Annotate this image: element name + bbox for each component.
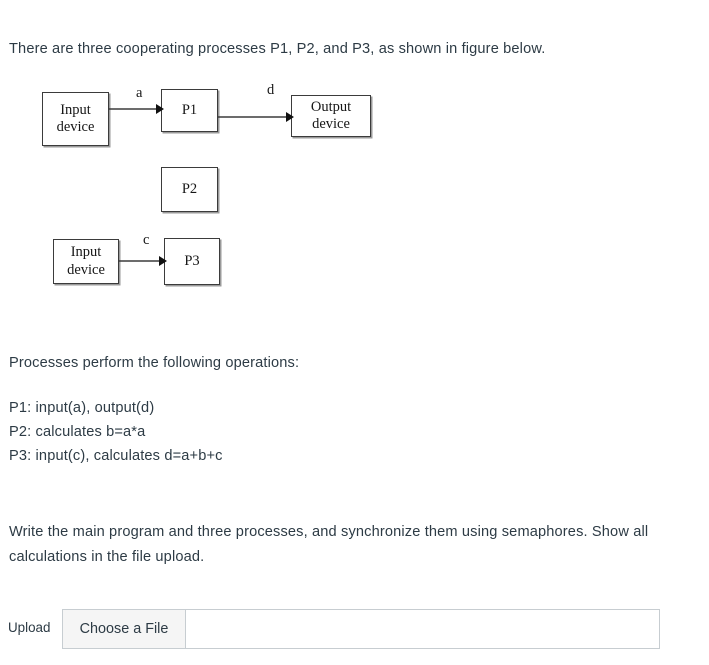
diagram-arrow-a-icon bbox=[108, 104, 164, 114]
intro-paragraph: There are three cooperating processes P1… bbox=[9, 40, 546, 57]
diagram-edge-label-c: c bbox=[143, 232, 150, 248]
diagram-box-label: Input device bbox=[56, 101, 95, 136]
operations-list-item: P3: input(c), calculates d=a+b+c bbox=[9, 448, 223, 464]
diagram-arrow-d-icon bbox=[217, 112, 294, 122]
diagram-edge-label-a: a bbox=[136, 85, 143, 101]
diagram-box-label: Input device bbox=[67, 244, 105, 278]
operations-list: P1: input(a), output(d) P2: calculates b… bbox=[9, 396, 569, 468]
diagram-arrow-c-icon bbox=[118, 256, 167, 266]
diagram-box-label: P1 bbox=[181, 101, 198, 118]
operations-list-item: P2: calculates b=a*a bbox=[9, 424, 146, 440]
upload-row: Upload Choose a File bbox=[0, 605, 709, 660]
instructions-paragraph: Write the main program and three process… bbox=[9, 523, 649, 565]
file-upload-field[interactable]: Choose a File bbox=[62, 609, 660, 649]
diagram-box-label: P3 bbox=[184, 252, 200, 269]
diagram-edge-label-d: d bbox=[267, 82, 275, 98]
operations-list-item: P1: input(a), output(d) bbox=[9, 400, 155, 416]
choose-a-file-button[interactable]: Choose a File bbox=[62, 609, 186, 649]
diagram-box-label: P2 bbox=[181, 180, 198, 197]
diagram-box-output-device: Output device bbox=[291, 95, 371, 137]
diagram-box-label: Output device bbox=[310, 98, 352, 133]
diagram-box-input-device-2: Input device bbox=[53, 239, 119, 284]
diagram-box-p1: P1 bbox=[161, 89, 218, 132]
diagram-box-p3: P3 bbox=[164, 238, 220, 285]
operations-heading: Processes perform the following operatio… bbox=[9, 354, 300, 371]
process-diagram: Input device P1 Output device P2 Input d… bbox=[0, 80, 420, 310]
diagram-box-input-device-1: Input device bbox=[42, 92, 109, 146]
upload-label: Upload bbox=[8, 620, 51, 635]
diagram-box-p2: P2 bbox=[161, 167, 218, 212]
